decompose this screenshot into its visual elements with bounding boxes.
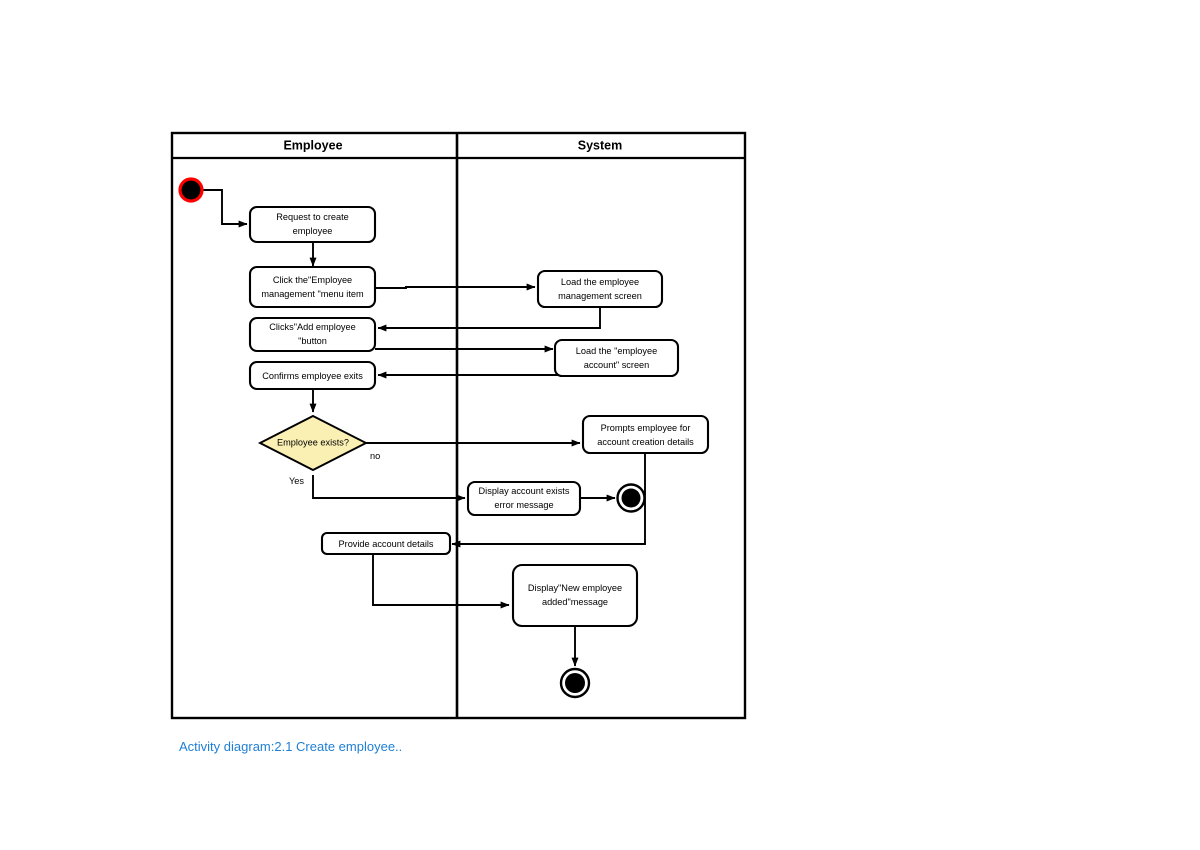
final-node-1: [616, 483, 646, 513]
action-label-line1: Clicks"Add employee: [269, 322, 356, 332]
action-box[interactable]: [553, 338, 680, 378]
flow-connectors: [203, 189, 646, 667]
action-box[interactable]: [536, 269, 664, 309]
guard-label-no: no: [370, 451, 380, 461]
action-label-line2: management "menu item: [261, 289, 364, 299]
action-label-line2: added"message: [542, 597, 608, 607]
edge-click-menu-to-load-mgmt: [375, 283, 536, 291]
action-label-line2: management screen: [558, 291, 642, 301]
action-box[interactable]: [248, 316, 377, 353]
start-node-circle: [178, 177, 204, 203]
action-load-employee-management-screen[interactable]: Load the employee management screen: [536, 269, 664, 309]
guard-labels: no Yes: [289, 451, 380, 486]
edge-provide-details-to-display-added: [372, 554, 510, 609]
action-clicks-add-employee-button[interactable]: Clicks"Add employee "button: [248, 316, 377, 353]
decision-label: Employee exists?: [277, 437, 349, 447]
action-label-line1: Provide account details: [339, 539, 434, 549]
action-provide-account-details[interactable]: Provide account details: [320, 531, 452, 556]
swimlane-headers: Employee System: [283, 138, 622, 152]
action-label-line2: account" screen: [584, 360, 650, 370]
action-label-line1: Display account exists: [479, 486, 570, 496]
action-box[interactable]: [581, 414, 710, 455]
decision-diamond[interactable]: [257, 414, 369, 472]
final-node-inner-disc: [621, 488, 641, 508]
action-load-employee-account-screen[interactable]: Load the "employee account" screen: [553, 338, 680, 378]
action-confirms-employee-exits[interactable]: Confirms employee exits: [248, 360, 377, 391]
diagram-caption: Activity diagram:2.1 Create employee..: [179, 739, 402, 754]
decision-employee-exists[interactable]: Employee exists?: [257, 414, 369, 472]
final-node-inner-disc: [565, 673, 585, 693]
initial-node: [178, 177, 204, 203]
action-box[interactable]: [248, 205, 377, 244]
edge-decision-yes-to-error-message: [312, 475, 466, 502]
action-display-account-exists-error[interactable]: Display account exists error message: [466, 480, 582, 517]
action-box[interactable]: [466, 480, 582, 517]
action-box[interactable]: [248, 265, 377, 309]
action-box[interactable]: [511, 563, 639, 628]
action-label-line1: Prompts employee for: [601, 423, 691, 433]
action-label-line1: Load the employee: [561, 277, 639, 287]
lane-title-system: System: [578, 138, 622, 152]
action-request-to-create-employee[interactable]: Request to create employee: [248, 205, 377, 244]
guard-label-yes: Yes: [289, 476, 304, 486]
edge-load-mgmt-to-add-employee: [377, 306, 601, 332]
action-click-employee-management-menu[interactable]: Click the"Employee management "menu item: [248, 265, 377, 309]
action-label-line2: error message: [494, 500, 553, 510]
action-label-line1: Confirms employee exits: [262, 371, 363, 381]
action-label-line2: account creation details: [597, 437, 694, 447]
lane-title-employee: Employee: [283, 138, 342, 152]
action-label-line2: employee: [293, 226, 333, 236]
edge-start-to-request: [203, 189, 248, 228]
action-label-line2: "button: [298, 336, 327, 346]
action-label-line1: Load the "employee: [576, 346, 657, 356]
final-node-2: [559, 667, 591, 699]
action-box[interactable]: [248, 360, 377, 391]
action-prompts-employee-for-details[interactable]: Prompts employee for account creation de…: [581, 414, 710, 455]
action-box[interactable]: [320, 531, 452, 556]
action-display-new-employee-added[interactable]: Display"New employee added"message: [511, 563, 639, 628]
action-label-line1: Display"New employee: [528, 583, 622, 593]
action-label-line1: Click the"Employee: [273, 275, 352, 285]
action-label-line1: Request to create: [276, 212, 349, 222]
